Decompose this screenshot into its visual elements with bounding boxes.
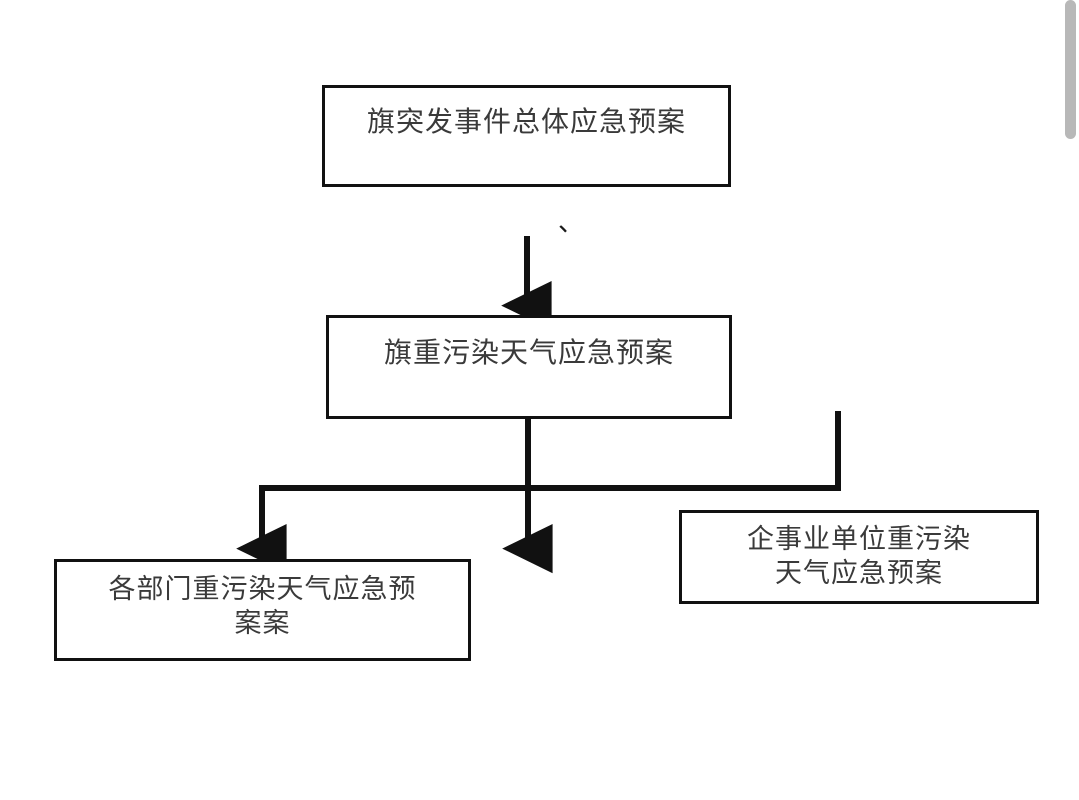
node-heavy-pollution-plan[interactable]: 旗重污染天气应急预案	[326, 315, 732, 419]
stray-punctuation-mark: 、	[558, 208, 585, 237]
scrollbar-thumb[interactable]	[1065, 0, 1076, 139]
vertical-scrollbar[interactable]	[1062, 0, 1079, 800]
node-overall-emergency-plan[interactable]: 旗突发事件总体应急预案	[322, 85, 731, 187]
node-department-plan[interactable]: 各部门重污染天气应急预 案案	[54, 559, 471, 661]
node-enterprise-plan[interactable]: 企事业单位重污染 天气应急预案	[679, 510, 1039, 604]
